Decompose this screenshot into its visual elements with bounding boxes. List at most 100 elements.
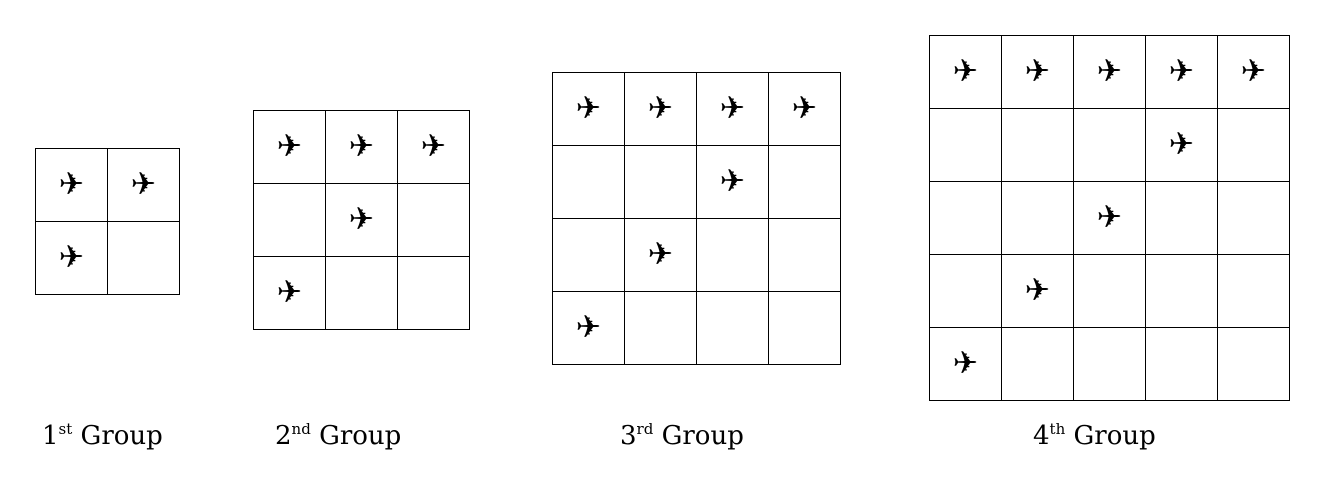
- grid-cell: ✈: [1145, 35, 1218, 109]
- grid-row: ✈: [929, 108, 1290, 182]
- airplane-icon: ✈: [1168, 53, 1195, 90]
- grid-cell: ✈: [1001, 254, 1074, 328]
- grid-cell: [552, 145, 625, 219]
- airplane-icon: ✈: [791, 90, 818, 127]
- grid-row: ✈ ✈ ✈ ✈: [552, 72, 841, 146]
- group-2-grid: ✈ ✈ ✈ ✈ ✈: [253, 110, 470, 330]
- airplane-icon: ✈: [952, 345, 979, 382]
- grid-row: ✈: [552, 218, 841, 292]
- grid-cell: [1073, 108, 1146, 182]
- grid-cell: [1145, 181, 1218, 255]
- grid-cell: [929, 254, 1002, 328]
- grid-cell: ✈: [696, 145, 769, 219]
- airplane-icon: ✈: [58, 166, 85, 203]
- grid-cell: ✈: [696, 72, 769, 146]
- grid-cell: ✈: [929, 327, 1002, 401]
- grid-cell: ✈: [552, 72, 625, 146]
- airplane-icon: ✈: [952, 53, 979, 90]
- grid-cell: [1073, 327, 1146, 401]
- airplane-icon: ✈: [420, 128, 447, 165]
- airplane-icon: ✈: [58, 239, 85, 276]
- grid-row: ✈: [929, 327, 1290, 401]
- grid-cell: [624, 145, 697, 219]
- grid-cell: [768, 291, 841, 365]
- group-4-caption: 4th Group: [1033, 420, 1156, 451]
- grid-row: ✈: [35, 221, 180, 295]
- airplane-icon: ✈: [348, 128, 375, 165]
- grid-cell: ✈: [1217, 35, 1290, 109]
- grid-row: ✈ ✈ ✈ ✈ ✈: [929, 35, 1290, 109]
- grid-cell: ✈: [1145, 108, 1218, 182]
- grid-row: ✈: [253, 183, 470, 257]
- grid-row: ✈: [929, 181, 1290, 255]
- grid-cell: [325, 256, 398, 330]
- airplane-icon: ✈: [130, 166, 157, 203]
- grid-cell: [768, 218, 841, 292]
- grid-cell: [1001, 181, 1074, 255]
- airplane-icon: ✈: [1096, 53, 1123, 90]
- grid-cell: [107, 221, 180, 295]
- grid-row: ✈: [552, 145, 841, 219]
- grid-cell: ✈: [253, 256, 326, 330]
- grid-cell: [253, 183, 326, 257]
- airplane-icon: ✈: [575, 90, 602, 127]
- grid-cell: ✈: [768, 72, 841, 146]
- grid-cell: [696, 291, 769, 365]
- grid-cell: [1217, 327, 1290, 401]
- grid-cell: ✈: [397, 110, 470, 184]
- grid-cell: ✈: [1073, 181, 1146, 255]
- airplane-icon: ✈: [276, 128, 303, 165]
- grid-cell: [1217, 108, 1290, 182]
- grid-cell: [624, 291, 697, 365]
- grid-cell: [1217, 254, 1290, 328]
- grid-cell: ✈: [325, 183, 398, 257]
- airplane-icon: ✈: [647, 90, 674, 127]
- grid-cell: ✈: [624, 218, 697, 292]
- grid-row: ✈: [929, 254, 1290, 328]
- grid-cell: [1145, 254, 1218, 328]
- grid-row: ✈: [552, 291, 841, 365]
- grid-cell: ✈: [325, 110, 398, 184]
- group-2-caption: 2nd Group: [275, 420, 402, 451]
- grid-cell: [397, 256, 470, 330]
- airplane-icon: ✈: [719, 90, 746, 127]
- grid-row: ✈: [253, 256, 470, 330]
- grid-cell: [1217, 181, 1290, 255]
- grid-cell: ✈: [35, 148, 108, 222]
- grid-cell: [1073, 254, 1146, 328]
- grid-cell: ✈: [552, 291, 625, 365]
- grid-cell: [1001, 108, 1074, 182]
- grid-cell: [929, 108, 1002, 182]
- grid-cell: [929, 181, 1002, 255]
- grid-cell: ✈: [1001, 35, 1074, 109]
- airplane-icon: ✈: [719, 163, 746, 200]
- grid-cell: [768, 145, 841, 219]
- grid-cell: [1145, 327, 1218, 401]
- group-3-caption: 3rd Group: [620, 420, 744, 451]
- group-1-caption: 1st Group: [42, 420, 163, 451]
- grid-row: ✈ ✈ ✈: [253, 110, 470, 184]
- airplane-icon: ✈: [1024, 53, 1051, 90]
- grid-cell: ✈: [1073, 35, 1146, 109]
- grid-cell: [552, 218, 625, 292]
- grid-cell: ✈: [253, 110, 326, 184]
- grid-cell: [1001, 327, 1074, 401]
- grid-cell: [696, 218, 769, 292]
- grid-row: ✈✈: [35, 148, 180, 222]
- airplane-icon: ✈: [1240, 53, 1267, 90]
- group-1-grid: ✈✈✈: [35, 148, 180, 295]
- airplane-icon: ✈: [348, 201, 375, 238]
- grid-cell: ✈: [624, 72, 697, 146]
- grid-cell: [397, 183, 470, 257]
- group-4-grid: ✈ ✈ ✈ ✈ ✈ ✈ ✈ ✈ ✈: [929, 35, 1290, 401]
- airplane-icon: ✈: [276, 274, 303, 311]
- grid-cell: ✈: [35, 221, 108, 295]
- grid-cell: ✈: [929, 35, 1002, 109]
- airplane-icon: ✈: [1168, 126, 1195, 163]
- group-3-grid: ✈ ✈ ✈ ✈ ✈ ✈ ✈: [552, 72, 841, 365]
- airplane-icon: ✈: [575, 309, 602, 346]
- grid-cell: ✈: [107, 148, 180, 222]
- airplane-icon: ✈: [647, 236, 674, 273]
- airplane-icon: ✈: [1024, 272, 1051, 309]
- airplane-icon: ✈: [1096, 199, 1123, 236]
